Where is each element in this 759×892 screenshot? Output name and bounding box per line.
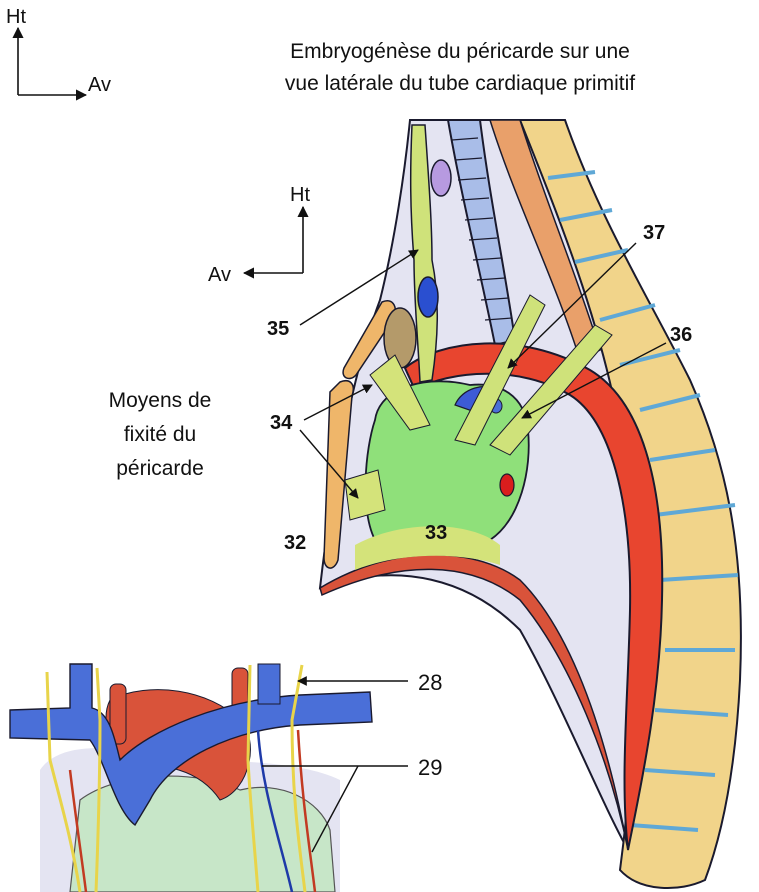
inner-axis-label-forward: Av [208, 264, 231, 286]
leader-35 [299, 249, 419, 326]
phrenic-nerves [45, 664, 307, 892]
pericardiacophrenic-vessels [256, 729, 294, 892]
label-28: 28 [418, 670, 443, 695]
caption-line-3: péricarde [116, 457, 204, 480]
leader-37 [507, 242, 637, 369]
pericardiacophrenic-arteries [68, 729, 317, 892]
vein-blue-node [417, 276, 439, 318]
label-34: 34 [270, 412, 293, 434]
diagram-title: Embryogénèse du péricarde sur une vue la… [200, 36, 720, 100]
label-29: 29 [418, 755, 443, 780]
leader-34-lower [299, 429, 359, 499]
aortic-ostium [499, 473, 515, 497]
vertebropericardial-ligament-36 [489, 324, 613, 456]
label-37: 37 [643, 222, 666, 244]
inner-axis-label-up: Ht [290, 184, 310, 206]
label-33: 33 [425, 522, 448, 544]
title-line-2: vue latérale du tube cardiaque primitif [284, 72, 636, 95]
brachiocephalic-vein [257, 663, 281, 705]
thymus-node [383, 307, 417, 369]
heart-frontal-view [9, 663, 408, 892]
sternopericardial-ligament-upper [369, 354, 431, 431]
section-caption: Moyens de fixité du péricarde [70, 384, 250, 486]
artery-left [109, 683, 127, 745]
sternum [342, 300, 396, 380]
label-36: 36 [670, 324, 693, 346]
caption-line-2: fixité du [123, 423, 197, 446]
diaphragm [319, 554, 629, 851]
title-line-1: Embryogénèse du péricarde sur une [290, 40, 630, 63]
lymph-node-purple [430, 159, 452, 197]
vertebropericardial-ligament-37 [454, 294, 546, 446]
axis-label-up: Ht [6, 6, 26, 28]
label-32: 32 [284, 532, 307, 554]
sternopericardial-ligament-lower [344, 469, 386, 521]
orientation-axes-top-left [12, 26, 88, 101]
trachea-rings [451, 137, 513, 321]
superior-vena-cava [9, 663, 373, 827]
orientation-axes-inner [242, 205, 309, 279]
thymic-stalk [409, 124, 438, 383]
label-35: 35 [267, 318, 290, 340]
leader-36 [521, 342, 667, 419]
caption-line-1: Moyens de [108, 389, 212, 412]
leader-29-b [311, 765, 359, 853]
phrenopericardial-ligament [355, 526, 500, 570]
axis-label-forward: Av [88, 74, 111, 96]
leader-34-upper [303, 384, 373, 421]
vertebral-discs [547, 170, 739, 832]
